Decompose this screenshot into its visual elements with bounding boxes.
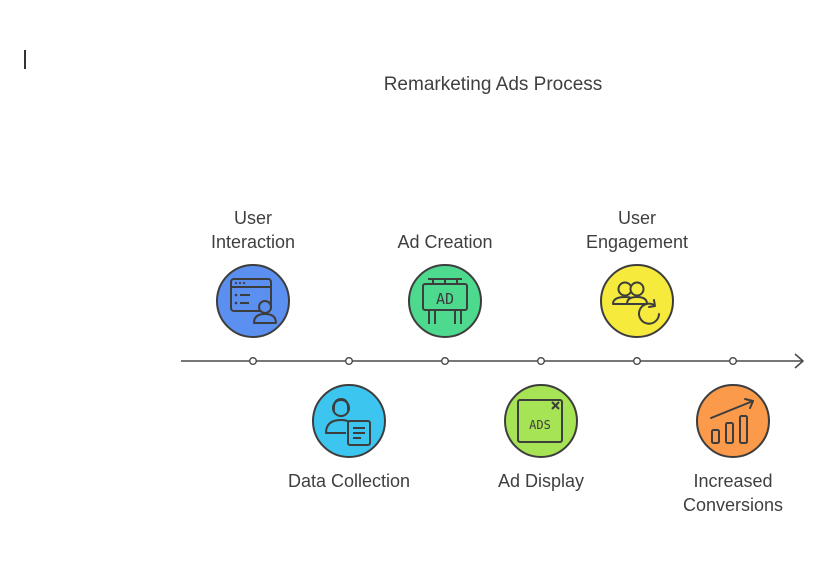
timeline-node-ad-creation [441,357,450,366]
browser-user-icon [230,278,277,324]
ad-billboard-icon: AD [422,278,468,324]
users-refresh-icon [612,281,660,325]
step-data-collection [312,384,386,458]
step-label-ad-display: Ad Display [497,471,585,491]
diagram-title: Remarketing Ads Process [383,74,603,95]
person-document-icon [325,397,371,446]
timeline-node-data-collection [345,357,354,366]
step-label-increased-conversions: Increased Conversions [682,471,784,515]
ads-window-icon: ADS [517,399,563,443]
growth-chart-icon [710,398,754,444]
step-label-data-collection: Data Collection [287,471,411,491]
timeline-node-increased-conversions [729,357,738,366]
svg-text:ADS: ADS [529,418,551,432]
step-user-interaction [216,264,290,338]
timeline-arrowhead [794,353,804,369]
step-ad-display: ADS [504,384,578,458]
step-label-user-interaction: User Interaction [210,208,296,252]
step-label-ad-creation: Ad Creation [397,232,493,252]
timeline-node-ad-display [537,357,546,366]
step-circle-increased-conversions [696,384,770,458]
svg-text:AD: AD [436,290,454,308]
timeline-node-user-interaction [248,357,257,366]
step-label-user-engagement: User Engagement [585,208,689,252]
step-circle-user-interaction [216,264,290,338]
step-increased-conversions [696,384,770,458]
step-user-engagement [600,264,674,338]
step-ad-creation: AD [408,264,482,338]
text-cursor [24,50,26,69]
timeline-node-user-engagement [633,357,642,366]
